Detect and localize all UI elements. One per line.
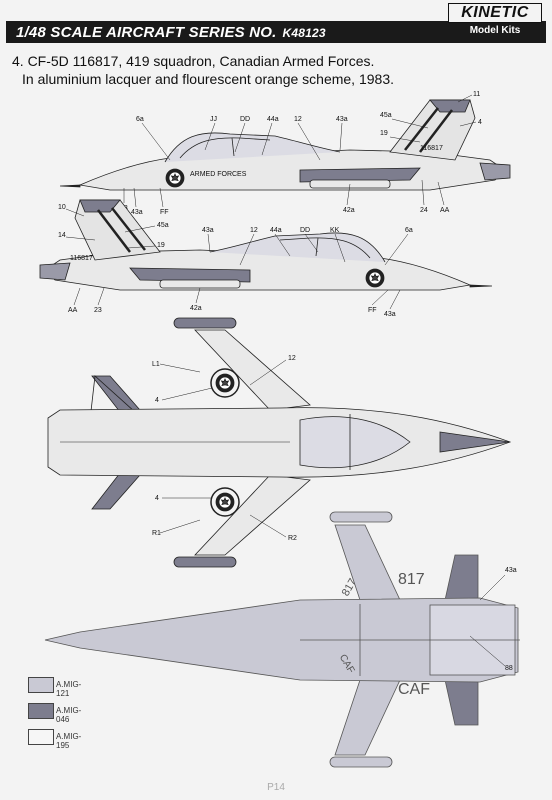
callout-label: 43a — [202, 227, 214, 234]
callout-label: 6a — [136, 116, 144, 123]
scheme-caption: 4. CF-5D 116817, 419 squadron, Canadian … — [12, 52, 394, 88]
callout-label: 23 — [94, 307, 102, 314]
callout-label: 6a — [405, 227, 413, 234]
side-top-forces-text: ARMED FORCES — [190, 171, 247, 178]
callout-label: 42a — [190, 305, 202, 312]
top-view — [47, 317, 512, 568]
caption-line-2: In aluminium lacquer and flourescent ora… — [22, 71, 394, 87]
callout-label: 43a — [131, 209, 143, 216]
callout-label: R1 — [152, 530, 161, 537]
callout-label: DD — [240, 116, 250, 123]
callout-label: 44a — [267, 116, 279, 123]
legend-label: A.MIG-195 — [56, 732, 82, 750]
legend-label: A.MIG-046 — [56, 706, 82, 724]
side-view-bottom: 116817 — [39, 199, 493, 291]
callout-label: L1 — [152, 361, 160, 368]
series-code: K48123 — [282, 26, 326, 40]
legend-swatch — [28, 703, 54, 719]
caption-line-1: 4. CF-5D 116817, 419 squadron, Canadian … — [12, 53, 375, 69]
callout-label: 4 — [155, 495, 159, 502]
callout-label: 12 — [288, 355, 296, 362]
top-view-callouts: L1 12 4 4 R1 R2 — [152, 355, 297, 542]
legend-swatch — [28, 677, 54, 693]
callout-label: DD — [300, 227, 310, 234]
page-header: 1/48 SCALE AIRCRAFT SERIES NO.K48123 KIN… — [6, 3, 546, 44]
callout-label: 43a — [336, 116, 348, 123]
callout-label: 43a — [384, 311, 396, 318]
callout-label: FF — [368, 307, 377, 314]
series-title: 1/48 SCALE AIRCRAFT SERIES NO.K48123 — [16, 24, 326, 41]
title-bar: 1/48 SCALE AIRCRAFT SERIES NO.K48123 — [6, 21, 546, 43]
callout-label: 42a — [343, 207, 355, 214]
callout-label: 19 — [157, 242, 165, 249]
callout-label: 43a — [505, 567, 517, 574]
legend-swatch — [28, 729, 54, 745]
side-bottom-callouts: 10 45a 14 19 43a 12 44a DD KK 6a AA 23 4… — [58, 204, 413, 318]
callout-label: 44a — [270, 227, 282, 234]
callout-label: 19 — [380, 130, 388, 137]
callout-label: AA — [440, 207, 450, 214]
bottom-marking: 817 — [398, 571, 425, 588]
page-number: P14 — [267, 782, 285, 793]
callout-label: FF — [160, 209, 169, 216]
callout-label: 24 — [420, 207, 428, 214]
bottom-view-callouts: 43a 88 — [469, 567, 517, 672]
callout-label: 45a — [157, 222, 169, 229]
side-bottom-serial: 116817 — [70, 255, 93, 262]
callout-label: KK — [330, 227, 340, 234]
bottom-view — [44, 511, 520, 768]
callout-label: 4 — [478, 119, 482, 126]
callout-label: 12 — [250, 227, 258, 234]
brand-subtitle: Model Kits — [469, 25, 521, 36]
bottom-marking: CAF — [398, 681, 430, 698]
callout-label: 11 — [473, 91, 480, 98]
callout-label: 88 — [505, 665, 513, 672]
legend-label: A.MIG-121 — [56, 680, 82, 698]
callout-label: 45a — [380, 112, 392, 119]
callout-label: 12 — [294, 116, 302, 123]
brand-name: KINETIC — [448, 3, 542, 23]
brand-logo: KINETIC Model Kits — [448, 3, 542, 43]
callout-label: JJ — [210, 116, 217, 123]
side-top-serial: 116817 — [420, 145, 443, 152]
callout-label: R2 — [288, 535, 297, 542]
callout-label: 14 — [58, 232, 66, 239]
bottom-view-markings: 817 817 CAF CAF — [337, 571, 430, 698]
side-top-callouts: 6a JJ DD 44a 12 43a 45a 11 19 4 13 43a F… — [120, 91, 482, 216]
callout-label: 4 — [155, 397, 159, 404]
side-view-top: 116817 ARMED FORCES — [59, 99, 511, 191]
callout-label: 10 — [58, 204, 66, 211]
callout-label: AA — [68, 307, 78, 314]
